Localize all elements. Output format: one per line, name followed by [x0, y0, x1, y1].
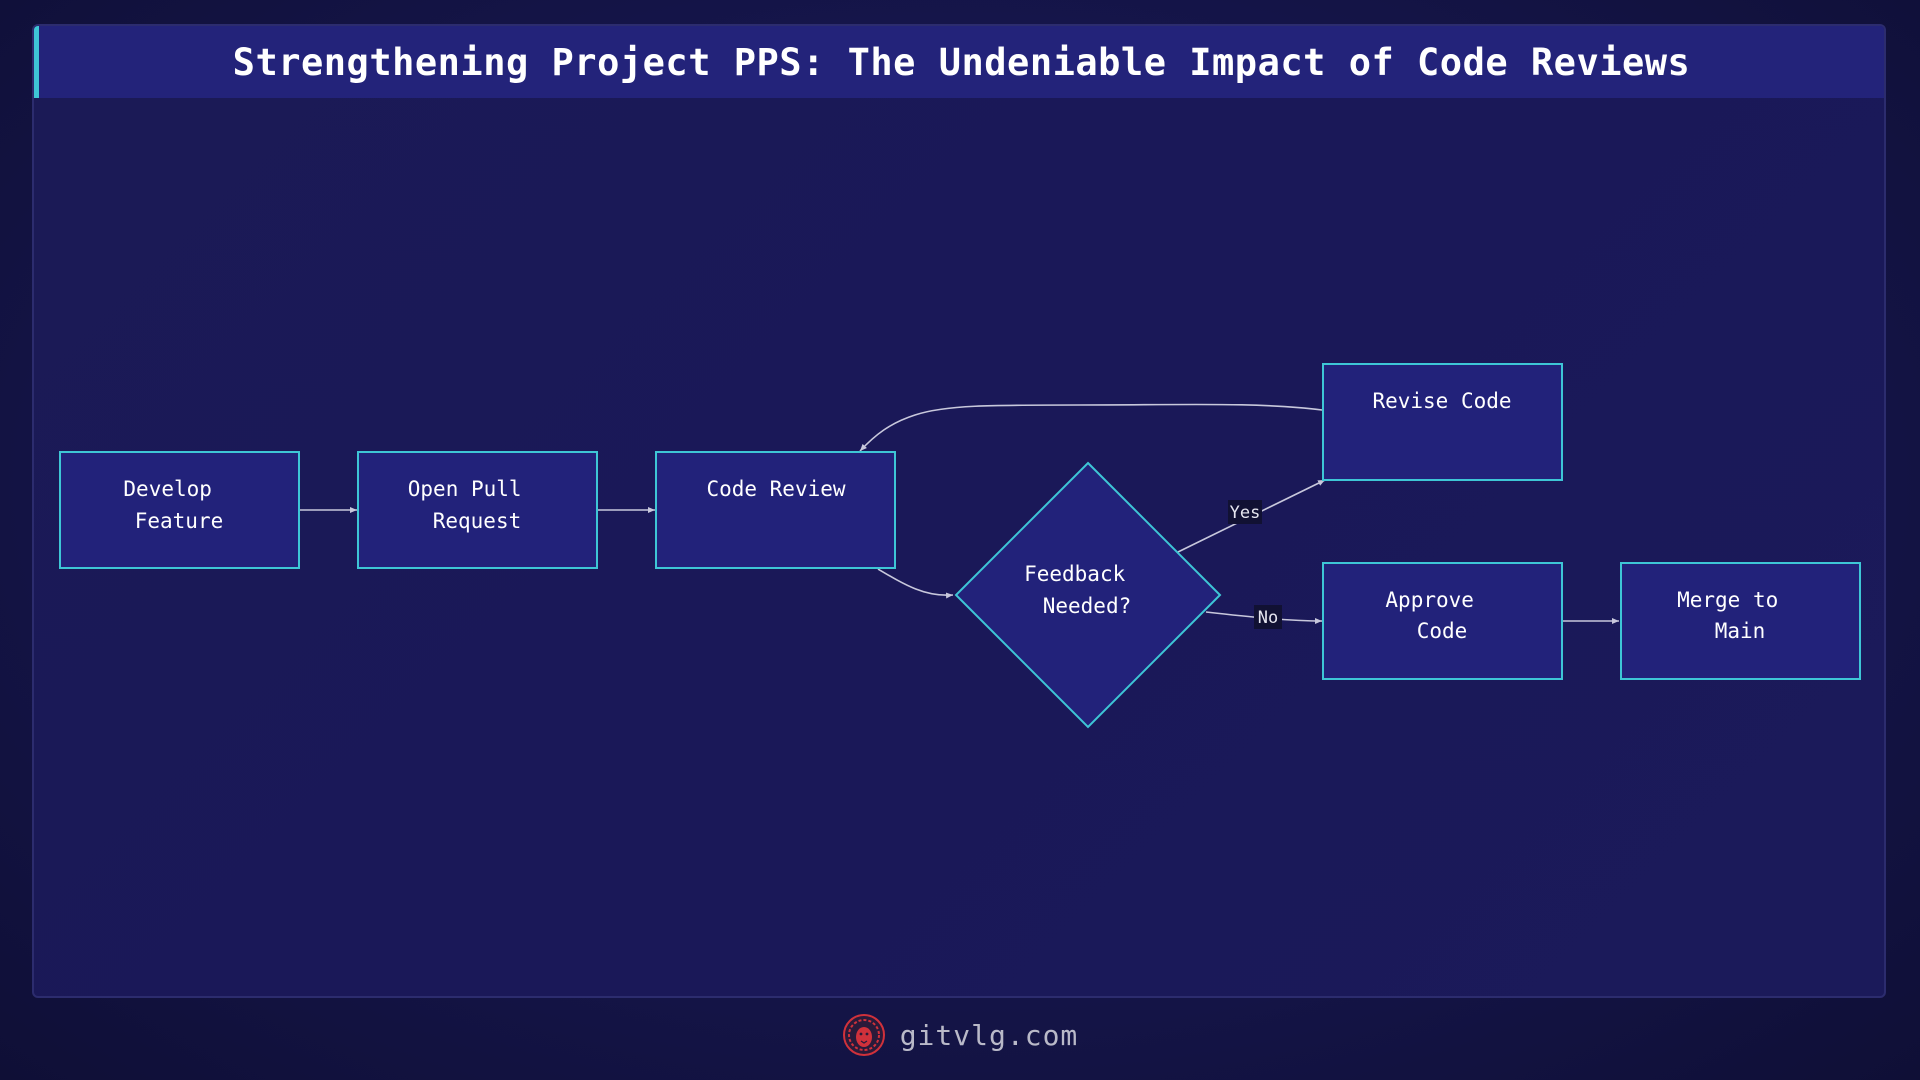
diagram-frame: Strengthening Project PPS: The Undeniabl… [32, 24, 1886, 998]
edge-review-to-decision [877, 568, 954, 599]
edge-label-yes: Yes [1228, 500, 1262, 524]
footer: gitvlg.com [0, 1010, 1920, 1060]
page-title: Strengthening Project PPS: The Undeniabl… [232, 40, 1691, 84]
edge-label-no-text: No [1258, 608, 1278, 628]
node-approve-code: Approve Code [1322, 562, 1563, 680]
node-merge-to-main-label: Merge to Main [1677, 588, 1791, 643]
title-bar: Strengthening Project PPS: The Undeniabl… [34, 26, 1884, 98]
node-feedback-needed: Feedback Needed? [954, 461, 1222, 729]
node-revise-code-label: Revise Code [1372, 389, 1511, 413]
site-link[interactable]: gitvlg.com [899, 1018, 1079, 1052]
edge-label-yes-text: Yes [1230, 503, 1261, 523]
node-open-pull-request-label: Open Pull Request [408, 477, 534, 533]
node-develop-feature-label: Develop Feature [123, 477, 224, 533]
node-revise-code: Revise Code [1322, 363, 1563, 481]
node-feedback-needed-label: Feedback Needed? [1024, 562, 1138, 618]
node-develop-feature: Develop Feature [59, 451, 300, 569]
node-approve-code-label: Approve Code [1385, 588, 1486, 643]
node-merge-to-main: Merge to Main [1620, 562, 1861, 680]
edge-loop-back [859, 403, 1323, 452]
lion-head-icon [842, 1013, 886, 1057]
node-open-pull-request: Open Pull Request [357, 451, 598, 569]
node-code-review: Code Review [655, 451, 896, 569]
node-code-review-label: Code Review [706, 477, 845, 501]
edge-label-no: No [1254, 605, 1282, 629]
edges [299, 403, 1619, 624]
